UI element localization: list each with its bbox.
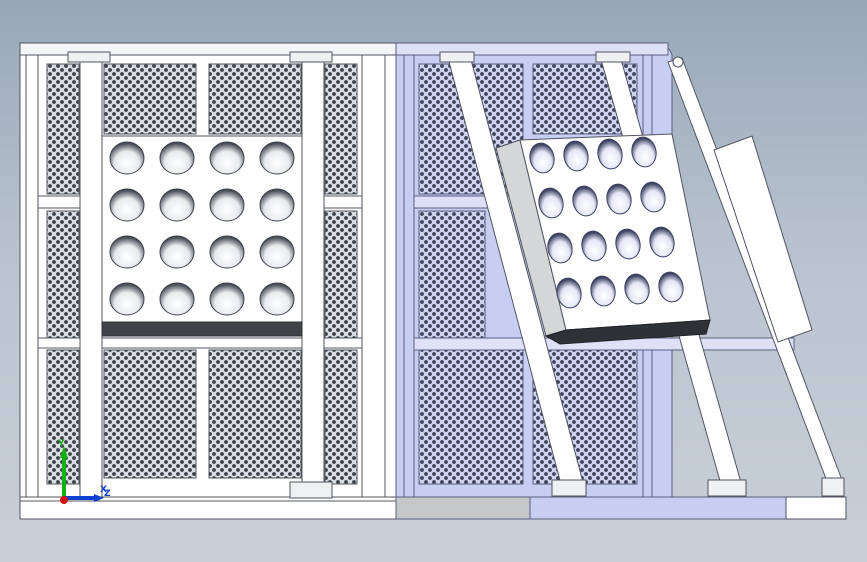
plate-hole: [209, 282, 245, 316]
plate-bottom-bar: [544, 319, 711, 345]
plate-hole: [109, 235, 145, 269]
hinge[interactable]: [595, 51, 631, 63]
plate-hole: [109, 141, 145, 175]
vertical-post[interactable]: [79, 54, 103, 498]
base-segment-highlight: [529, 496, 787, 520]
z-axis-label: Z: [104, 489, 111, 499]
perforated-panel[interactable]: [46, 210, 80, 340]
base-segment-end: [785, 496, 847, 520]
hole-grid: [109, 141, 295, 316]
hinge[interactable]: [439, 51, 475, 63]
hinge[interactable]: [67, 51, 111, 63]
y-axis-label: Y: [57, 439, 65, 449]
perforated-panel[interactable]: [103, 63, 197, 135]
plate-hole: [597, 138, 623, 170]
plate-hole: [159, 141, 195, 175]
cross-beam: [37, 337, 363, 349]
y-axis-arrow: [60, 446, 68, 458]
perforated-panel[interactable]: [208, 63, 302, 135]
plate-hole: [538, 187, 564, 219]
plate-hole: [259, 141, 295, 175]
plate-hole: [529, 142, 555, 174]
perforated-panel[interactable]: [324, 63, 358, 195]
perforated-panel[interactable]: [418, 210, 486, 340]
hinge[interactable]: [821, 477, 845, 497]
side-panel[interactable]: [713, 135, 813, 343]
plate-hole: [547, 232, 573, 264]
plate-hole: [572, 185, 598, 217]
base-segment-gray: [395, 496, 531, 520]
perforated-panel[interactable]: [418, 349, 524, 485]
plate-hole: [615, 228, 641, 260]
plate-hole: [159, 235, 195, 269]
x-axis-arrow: [94, 494, 104, 502]
plate-hole: [259, 235, 295, 269]
plate-hole: [563, 140, 589, 172]
plate-hole: [606, 183, 632, 215]
right-tilted-view[interactable]: [395, 42, 847, 520]
plate-hole: [640, 181, 666, 213]
perforated-panel[interactable]: [103, 349, 197, 479]
perforated-panel[interactable]: [324, 210, 358, 340]
plate-hole: [159, 188, 195, 222]
orientation-triad: Y X Z: [57, 439, 111, 504]
plate-hole: [109, 282, 145, 316]
plate-hole: [649, 226, 675, 258]
hinge[interactable]: [289, 51, 333, 63]
plate-hole: [590, 275, 616, 307]
plate-hole: [159, 282, 195, 316]
hinge[interactable]: [289, 481, 333, 499]
plate-hole: [259, 282, 295, 316]
plate-hole: [658, 271, 684, 303]
hinge[interactable]: [707, 479, 747, 497]
pivot-pin: [672, 56, 684, 68]
hole-grid: [529, 136, 684, 309]
z-axis: [60, 496, 68, 504]
perforated-panel[interactable]: [324, 349, 358, 485]
plate-hole: [209, 188, 245, 222]
vertical-post[interactable]: [301, 54, 325, 498]
x-axis-label: X: [100, 485, 107, 495]
plate-hole: [109, 188, 145, 222]
plate-hole: [209, 141, 245, 175]
plate-hole: [209, 235, 245, 269]
left-base-rail: [19, 496, 397, 520]
plate-hole: [259, 188, 295, 222]
plate-hole: [624, 273, 650, 305]
hinge[interactable]: [551, 479, 587, 497]
plate-bottom-bar: [101, 321, 303, 337]
plate-hole: [581, 230, 607, 262]
left-front-view[interactable]: [19, 42, 397, 520]
perforated-panel[interactable]: [46, 63, 80, 195]
plate-hole: [631, 136, 657, 168]
perforated-panel[interactable]: [208, 349, 302, 479]
plate-hole: [556, 277, 582, 309]
